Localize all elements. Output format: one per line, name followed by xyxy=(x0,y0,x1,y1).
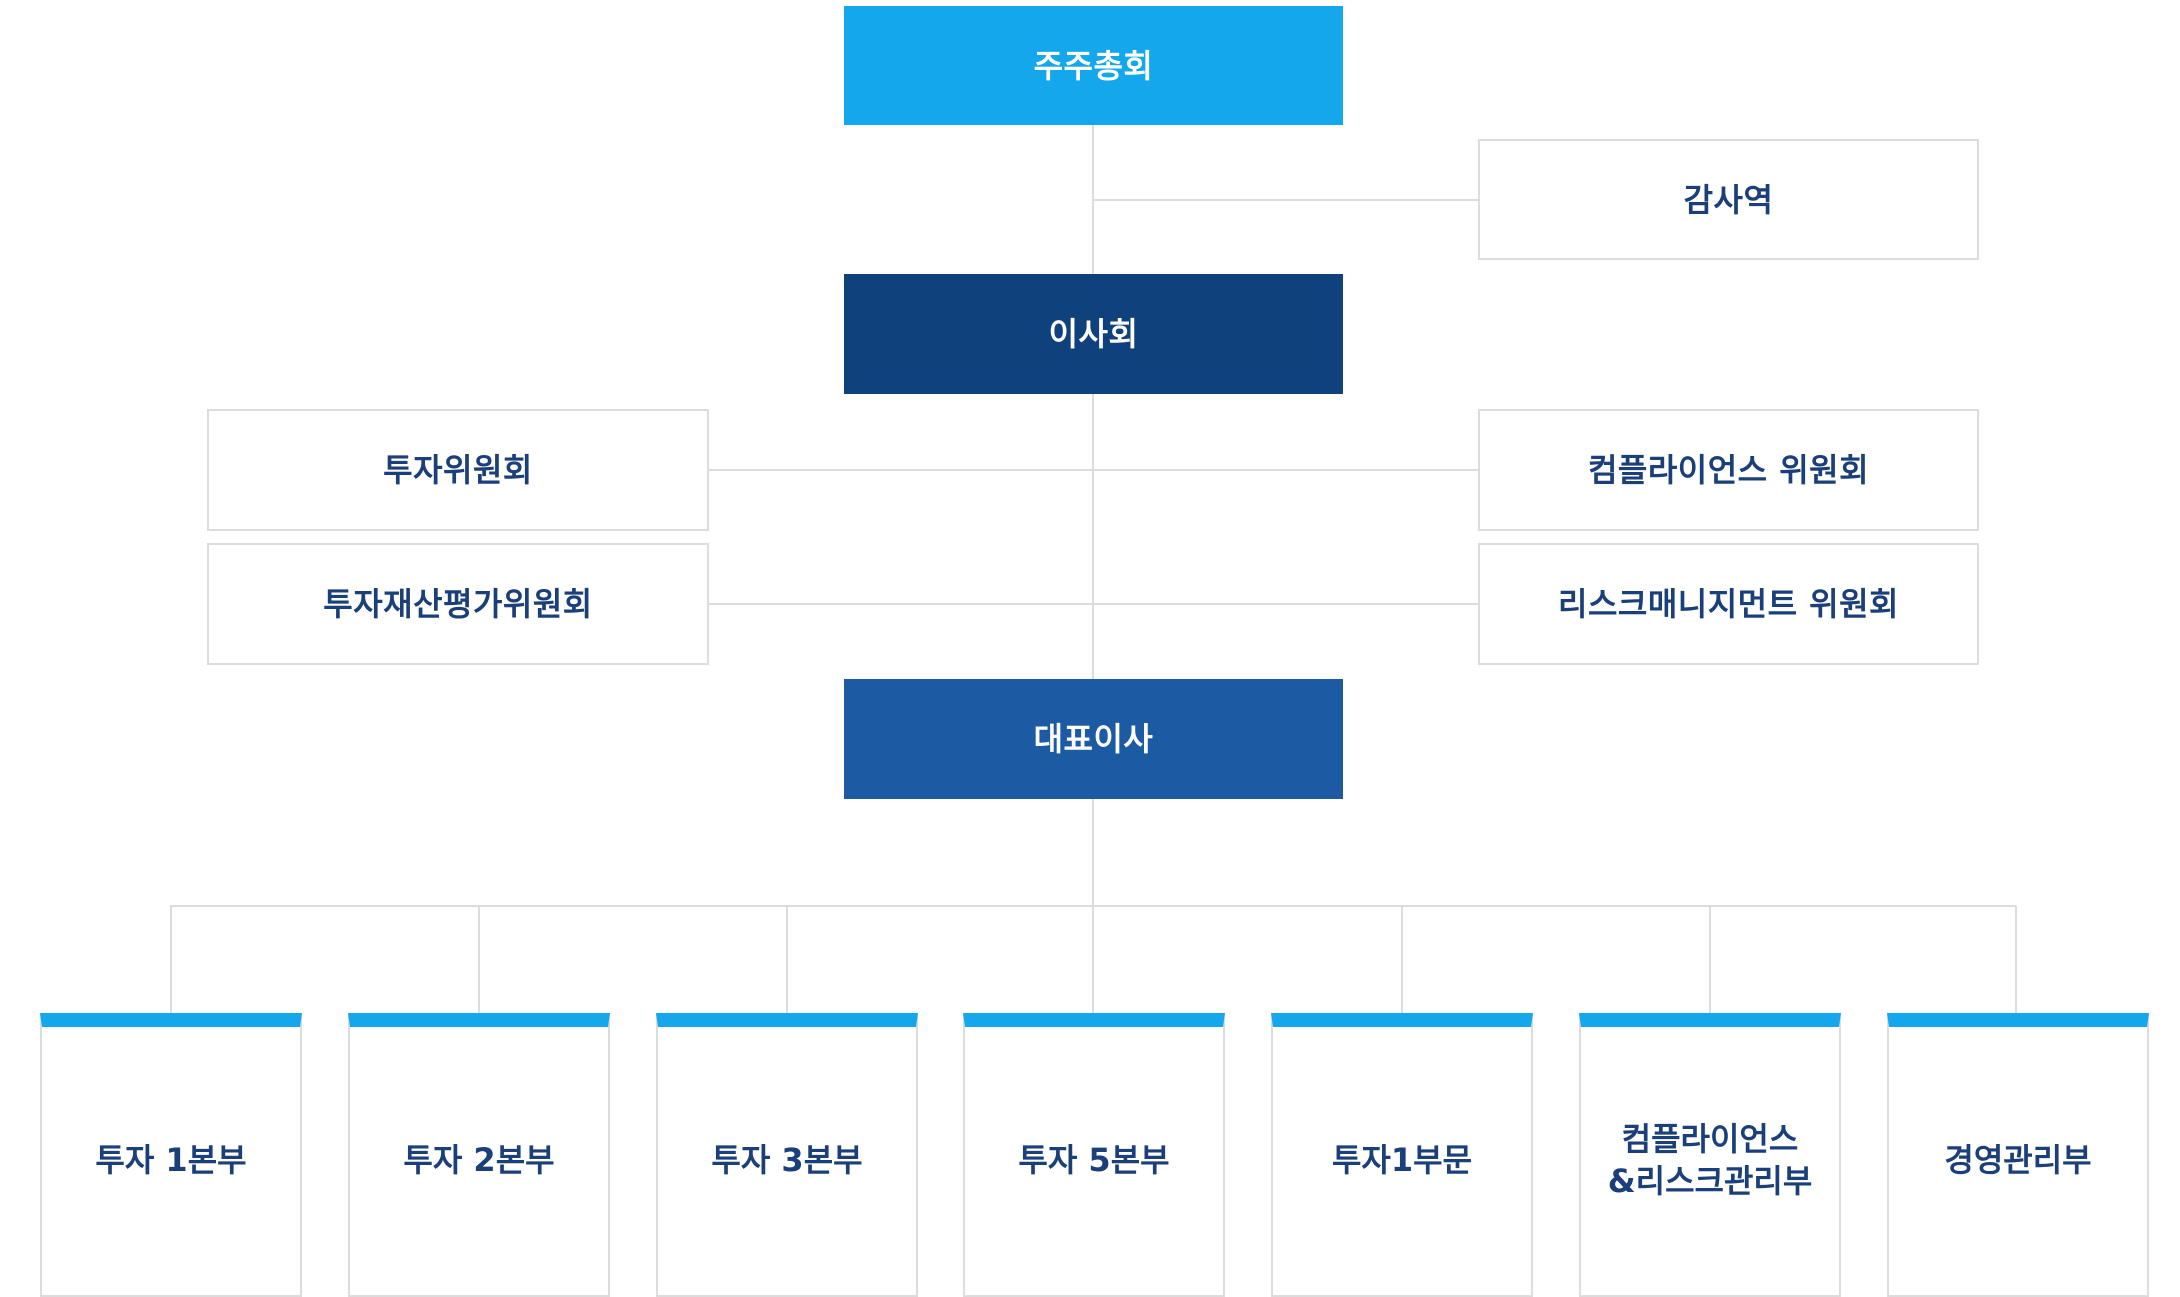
dept-label: 투자 3본부 xyxy=(711,1141,863,1180)
dept-investment-5: 투자 5본부 xyxy=(963,1013,1225,1297)
connector-dept-drop-4 xyxy=(1092,906,1094,1014)
dept-investment-2: 투자 2본부 xyxy=(348,1013,610,1297)
dept-investment-1: 투자 1본부 xyxy=(40,1013,302,1297)
dept-label: 투자 1본부 xyxy=(95,1141,247,1180)
asset-valuation-committee-label: 투자재산평가위원회 xyxy=(323,585,593,623)
connector-committee-row-2 xyxy=(708,603,1478,605)
asset-valuation-committee-box: 투자재산평가위원회 xyxy=(207,543,709,665)
ceo-label: 대표이사 xyxy=(1033,720,1154,758)
dept-investment-division-1: 투자1부문 xyxy=(1271,1013,1533,1297)
compliance-committee-label: 컴플라이언스 위원회 xyxy=(1587,451,1870,489)
dept-management: 경영관리부 xyxy=(1887,1013,2149,1297)
dept-label: 경영관리부 xyxy=(1944,1141,2092,1180)
connector-dept-drop-7 xyxy=(2015,906,2017,1014)
shareholders-meeting-label: 주주총회 xyxy=(1033,46,1154,85)
connector-dept-drop-3 xyxy=(786,906,788,1014)
dept-label: 컴플라이언스 &리스크관리부 xyxy=(1607,1120,1813,1200)
shareholders-meeting-box: 주주총회 xyxy=(844,6,1343,125)
dept-label: 투자1부문 xyxy=(1331,1141,1473,1180)
connector-dept-drop-2 xyxy=(478,906,480,1014)
dept-compliance-risk: 컴플라이언스 &리스크관리부 xyxy=(1579,1013,1841,1297)
connector-dept-drop-5 xyxy=(1401,906,1403,1014)
ceo-box: 대표이사 xyxy=(844,679,1343,799)
auditor-label: 감사역 xyxy=(1683,180,1774,219)
dept-investment-3: 투자 3본부 xyxy=(656,1013,918,1297)
risk-management-committee-label: 리스크매니지먼트 위원회 xyxy=(1558,585,1899,623)
connector-auditor xyxy=(1093,199,1478,201)
connector-committee-row-1 xyxy=(708,469,1478,471)
investment-committee-label: 투자위원회 xyxy=(383,451,533,489)
board-box: 이사회 xyxy=(844,274,1343,394)
board-label: 이사회 xyxy=(1048,315,1139,353)
compliance-committee-box: 컴플라이언스 위원회 xyxy=(1478,409,1979,531)
dept-label: 투자 2본부 xyxy=(403,1141,555,1180)
dept-label: 투자 5본부 xyxy=(1018,1141,1170,1180)
investment-committee-box: 투자위원회 xyxy=(207,409,709,531)
risk-management-committee-box: 리스크매니지먼트 위원회 xyxy=(1478,543,1979,665)
connector-main-vertical xyxy=(1092,124,1094,906)
auditor-box: 감사역 xyxy=(1478,139,1979,260)
connector-dept-drop-1 xyxy=(170,906,172,1014)
connector-dept-drop-6 xyxy=(1709,906,1711,1014)
